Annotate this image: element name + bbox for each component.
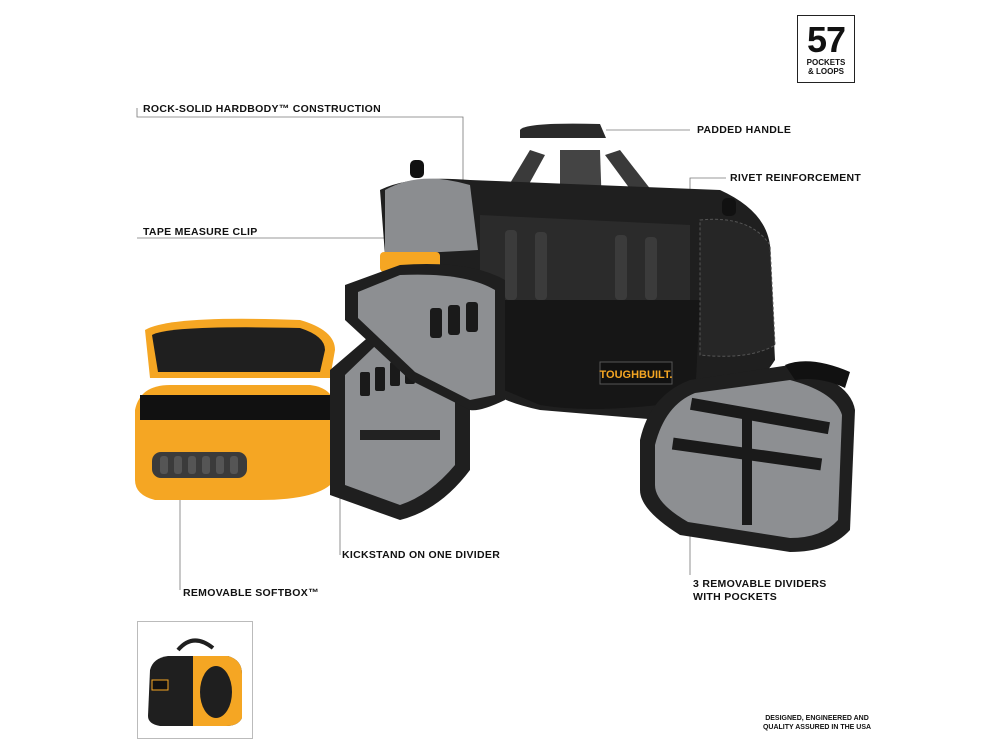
footer-note: DESIGNED, ENGINEERED AND QUALITY ASSURED…: [762, 715, 872, 731]
divider-right: [640, 361, 855, 552]
badge-text-line1: POCKETS: [806, 58, 846, 67]
callout-rivet-reinforcement: RIVET REINFORCEMENT: [730, 172, 862, 184]
pockets-loops-badge: 57 POCKETS & LOOPS: [797, 15, 855, 83]
callout-tape-measure-clip: TAPE MEASURE CLIP: [143, 226, 258, 238]
callout-hardbody: ROCK-SOLID HARDBODY™ CONSTRUCTION: [143, 103, 381, 115]
callout-kickstand: KICKSTAND ON ONE DIVIDER: [342, 549, 501, 561]
divider-back: [345, 264, 505, 411]
softbox: [135, 318, 335, 500]
callout-lines: [136, 108, 726, 590]
closed-bag-image: [148, 638, 242, 726]
callout-removable-dividers: 3 REMOVABLE DIVIDERS WITH POCKETS: [693, 578, 827, 603]
brand-logo: TOUGHBUILT.: [600, 369, 673, 381]
callout-removable-softbox: REMOVABLE SOFTBOX™: [183, 587, 319, 599]
closed-bag-thumbnail: [137, 621, 253, 739]
callout-padded-handle: PADDED HANDLE: [697, 124, 792, 136]
badge-text-line2: & LOOPS: [807, 67, 844, 76]
badge-number: 57: [806, 19, 846, 60]
